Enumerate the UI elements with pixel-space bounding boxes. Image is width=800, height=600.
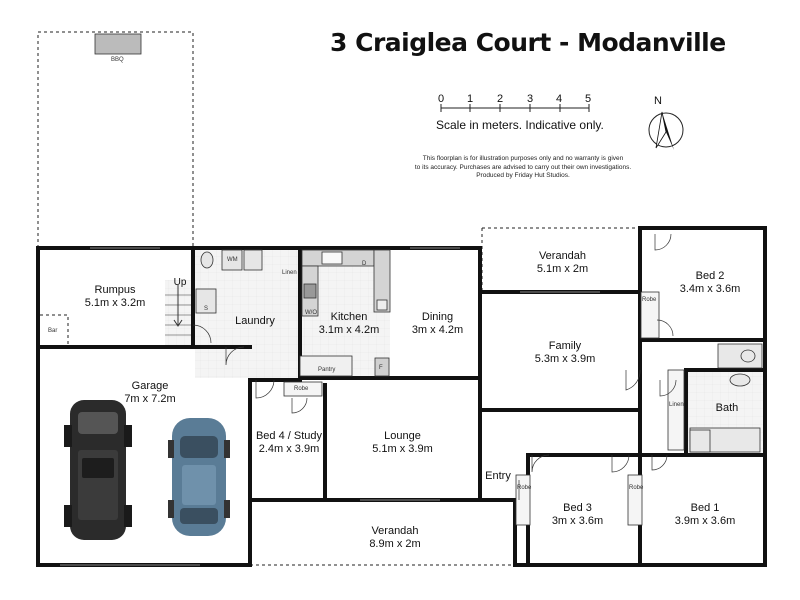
- disclaimer-line: Produced by Friday Hut Studios.: [476, 172, 570, 179]
- dishwasher-label: D: [362, 261, 367, 267]
- room-bath: Bath: [700, 402, 754, 415]
- room-name: Bed 1: [690, 502, 720, 514]
- room-verandah-top: Verandah 5.1m x 2m: [510, 250, 615, 276]
- robes: [283, 291, 685, 526]
- scale-tick: 5: [585, 93, 592, 105]
- room-name: Bath: [715, 402, 739, 414]
- room-name: Bed 2: [695, 270, 725, 282]
- room-size: 5.1m x 3.9m: [372, 443, 433, 455]
- room-name: Lounge: [384, 430, 421, 442]
- room-name: Dining: [421, 311, 454, 323]
- room-size: 5.1m x 2m: [536, 263, 589, 275]
- washing-machine-label: WM: [227, 257, 238, 263]
- bar-label: Bar: [48, 328, 58, 334]
- bbq: [94, 33, 142, 55]
- north-compass-icon: [648, 111, 684, 150]
- room-name: Verandah: [538, 250, 587, 262]
- room-dining: Dining 3m x 4.2m: [395, 311, 480, 337]
- north-label: N: [654, 95, 662, 107]
- disclaimer: This floorplan is for illustration purpo…: [400, 155, 646, 181]
- room-size: 7m x 7.2m: [124, 393, 176, 405]
- room-laundry: Laundry: [215, 315, 295, 328]
- windows: [60, 247, 600, 566]
- page-title: 3 Craiglea Court - Modanville: [330, 28, 726, 57]
- scale-tick: 4: [556, 93, 563, 105]
- pantry: [299, 355, 390, 377]
- stairs: [165, 285, 191, 336]
- room-size: 2.4m x 3.9m: [258, 443, 320, 455]
- room-name: Rumpus: [94, 284, 136, 296]
- room-family: Family 5.3m x 3.9m: [510, 340, 620, 366]
- room-name: Entry: [485, 470, 511, 482]
- scale-tick: 3: [527, 93, 534, 105]
- robe-label-bed1: Robe: [629, 485, 644, 491]
- doors: [192, 233, 677, 500]
- room-name: Bed 3: [563, 502, 592, 514]
- room-lounge: Lounge 5.1m x 3.9m: [355, 430, 450, 456]
- room-kitchen: Kitchen 3.1m x 4.2m: [304, 311, 394, 337]
- bath-fixtures: [689, 343, 763, 453]
- kitchen-benches: [301, 249, 391, 317]
- scale-caption: Scale in meters. Indicative only.: [436, 118, 604, 132]
- room-size: 3m x 4.2m: [411, 324, 464, 336]
- scale-tick: 0: [438, 93, 445, 105]
- room-size: 5.3m x 3.9m: [534, 353, 596, 365]
- disclaimer-line: This floorplan is for illustration purpo…: [422, 155, 624, 162]
- robe-label-bed2: Robe: [642, 297, 657, 303]
- room-size: 3.1m x 4.2m: [318, 324, 380, 336]
- stairs-up-label: Up: [173, 277, 187, 288]
- room-name: Garage: [131, 380, 169, 392]
- room-name: Bed 4 / Study: [255, 430, 323, 442]
- room-size: 3.4m x 3.6m: [679, 283, 741, 295]
- room-bed1: Bed 1 3.9m x 3.6m: [660, 502, 750, 528]
- linen-label: Linen: [282, 270, 297, 276]
- scale-tick: 1: [467, 93, 474, 105]
- bbq-label: BBQ: [111, 57, 124, 63]
- room-name: Verandah: [371, 525, 419, 537]
- room-name: Kitchen: [330, 311, 368, 323]
- linen-label-hall: Linen: [669, 402, 684, 408]
- room-entry: Entry: [482, 470, 514, 483]
- scale-bar: [440, 104, 590, 112]
- room-size: 8.9m x 2m: [369, 538, 421, 550]
- car-suv: [168, 418, 230, 536]
- car-ute: [64, 400, 132, 540]
- room-bed4-study: Bed 4 / Study 2.4m x 3.9m: [250, 430, 328, 456]
- room-bed3: Bed 3 3m x 3.6m: [540, 502, 615, 528]
- fridge-label: F: [379, 365, 383, 371]
- room-size: 3m x 3.6m: [551, 515, 604, 527]
- room-bed2: Bed 2 3.4m x 3.6m: [665, 270, 755, 296]
- room-size: 3.9m x 3.6m: [674, 515, 736, 527]
- scale-tick: 2: [497, 93, 504, 105]
- sink-label: S: [204, 306, 209, 312]
- pantry-label: Pantry: [318, 367, 336, 373]
- robe-label-bed4: Robe: [294, 386, 309, 392]
- disclaimer-line: to its accuracy. Purchases are advised t…: [414, 163, 632, 171]
- room-verandah-bottom: Verandah 8.9m x 2m: [345, 525, 445, 551]
- room-garage: Garage 7m x 7.2m: [100, 380, 200, 406]
- laundry-fixtures: [195, 249, 263, 314]
- room-name: Family: [548, 340, 582, 352]
- room-rumpus: Rumpus 5.1m x 3.2m: [60, 284, 170, 310]
- walk-in-label: W/O: [305, 310, 317, 316]
- room-size: 5.1m x 3.2m: [84, 297, 146, 309]
- robe-label-bed3: Robe: [517, 485, 532, 491]
- room-name: Laundry: [235, 315, 275, 327]
